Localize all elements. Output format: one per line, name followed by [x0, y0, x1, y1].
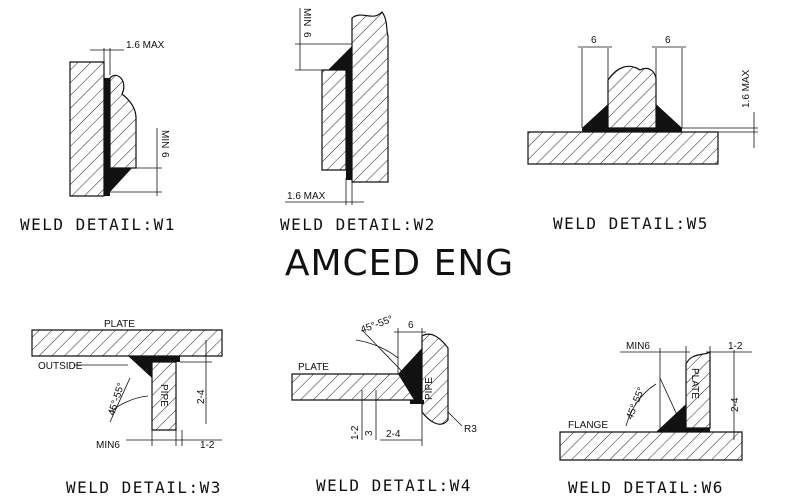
w4-size-label: 6 [408, 320, 414, 331]
w3-angle-label: 45°-55° [106, 382, 127, 417]
w4-r3-label: R3 [464, 424, 477, 435]
w5-web [607, 65, 657, 129]
caption-w2: WELD DETAIL:W2 [280, 215, 436, 234]
weld-detail-w5 [527, 46, 758, 165]
w5-fillet-right [656, 104, 682, 128]
w3-weld [128, 356, 180, 378]
w2-plate [351, 11, 389, 183]
w5-fillet-left [582, 104, 608, 128]
weld-detail-w2 [285, 8, 389, 205]
w1-root-gap [104, 78, 110, 196]
w6-plate-label: PLATE [689, 368, 700, 399]
w1-gap-label: 1.6 MAX [126, 40, 165, 51]
w3-min-label: MIN6 [96, 440, 120, 451]
weld-detail-w4 [291, 328, 463, 446]
w4-angle-label: 45°-55° [359, 314, 394, 336]
w1-min-label: MIN [159, 130, 170, 148]
w3-pipe-label: PIPE [158, 384, 169, 407]
w4-24-label: 2-4 [386, 429, 401, 440]
page-title: AMCED ENG [284, 243, 515, 284]
w1-plate [69, 61, 105, 197]
caption-w3: WELD DETAIL:W3 [66, 478, 222, 497]
w6-min-label: MIN6 [626, 341, 650, 352]
caption-w4: WELD DETAIL:W4 [316, 476, 472, 495]
w3-plate [31, 329, 223, 357]
w2-fillet-weld [328, 46, 352, 70]
w5-base-plate [527, 131, 719, 165]
w1-web [109, 74, 137, 169]
w3-outside-label: OUTSIDE [38, 361, 83, 372]
w4-pipe-wall [421, 333, 449, 425]
w4-3-label: 3 [364, 430, 375, 436]
w2-root-gap [346, 70, 352, 180]
w5-gap-label: 1.6 MAX [741, 69, 752, 108]
weld-detail-w3 [31, 329, 223, 446]
w2-gap-label: 1.6 MAX [287, 191, 326, 202]
w6-flange-label: FLANGE [568, 420, 608, 431]
w4-12-label: 1-2 [350, 425, 361, 440]
w2-web [321, 69, 347, 171]
w2-min-label: MIN [301, 8, 312, 26]
w6-angle-label: 45°-55° [625, 386, 648, 421]
caption-w5: WELD DETAIL:W5 [553, 214, 709, 233]
w2-size-label: 6 [301, 32, 312, 38]
w3-12-label: 1-2 [200, 440, 215, 451]
w1-size-label: 6 [159, 152, 170, 158]
w4-pipe-label: PIPE [424, 377, 435, 400]
w4-weld [398, 348, 422, 400]
w6-12-label: 1-2 [728, 341, 743, 352]
w3-24-label: 2-4 [196, 389, 207, 404]
w6-weld [656, 404, 686, 432]
w6-flange [559, 431, 743, 461]
w5-left-label: 6 [591, 35, 597, 46]
w5-right-label: 6 [665, 35, 671, 46]
w4-plate-label: PLATE [298, 362, 329, 373]
caption-w6: WELD DETAIL:W6 [568, 478, 724, 497]
caption-w1: WELD DETAIL:W1 [20, 215, 176, 234]
w3-plate-label: PLATE [104, 319, 135, 330]
w1-fillet-weld [110, 168, 132, 192]
weld-detail-w6 [559, 346, 752, 461]
w6-24-label: 2-4 [730, 397, 741, 412]
weld-detail-w1 [69, 48, 162, 197]
